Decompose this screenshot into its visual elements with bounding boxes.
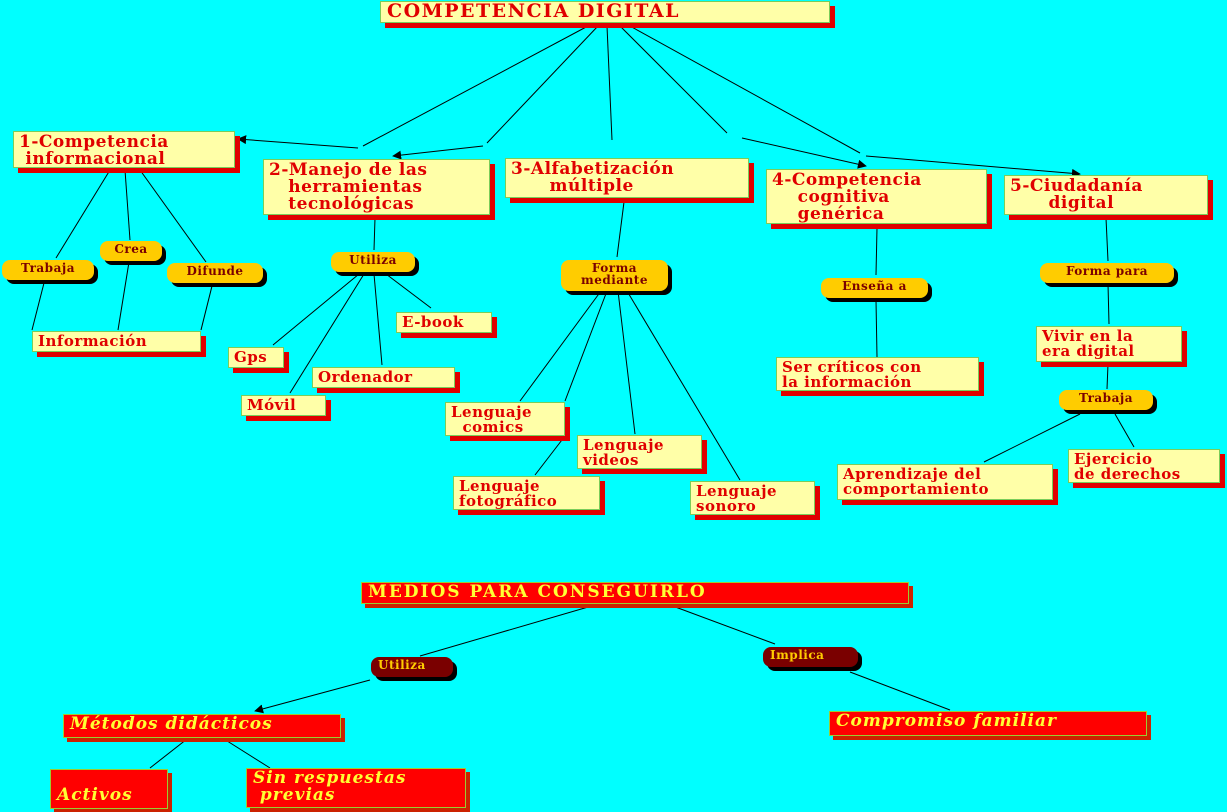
connector-line xyxy=(564,290,608,402)
connector-line xyxy=(373,217,376,251)
connector-line xyxy=(385,273,432,309)
line-root-b1 xyxy=(362,25,589,147)
connector-line xyxy=(289,273,365,394)
node-sin-respuestas-previas[interactable]: Sin respuestas previas xyxy=(246,768,466,808)
connector-line xyxy=(124,169,131,241)
node-ebook[interactable]: E-book xyxy=(396,312,492,333)
line-b1-arrow xyxy=(237,135,359,149)
connector-line xyxy=(616,201,625,258)
line-b2-arrow xyxy=(392,145,484,160)
connector-line xyxy=(983,413,1081,463)
connector-line xyxy=(1106,363,1109,390)
connector-line xyxy=(534,435,566,476)
branch-4-competencia-cognitiva[interactable]: 4-Competencia cognitiva genérica xyxy=(766,169,987,224)
connector-line xyxy=(1105,217,1109,262)
root-medios-para-conseguirlo[interactable]: MEDIOS PARA CONSEGUIRLO xyxy=(361,582,909,604)
link-implica[interactable]: Implica xyxy=(763,647,858,667)
connector-line xyxy=(55,169,111,259)
link-forma-para[interactable]: Forma para xyxy=(1040,263,1174,283)
link-ensena-a[interactable]: Enseña a xyxy=(821,278,928,298)
node-lenguaje-videos[interactable]: Lenguaje videos xyxy=(577,435,702,469)
node-vivir-era-digital[interactable]: Vivir en la era digital xyxy=(1036,326,1182,362)
connector-line xyxy=(419,604,596,657)
connector-line xyxy=(117,261,130,331)
line-root-b3 xyxy=(606,25,613,141)
link-forma-mediante[interactable]: Forma mediante xyxy=(561,260,668,291)
connector-line xyxy=(875,227,878,276)
link-crea[interactable]: Crea xyxy=(100,241,162,261)
link-difunde[interactable]: Difunde xyxy=(167,263,263,283)
node-activos[interactable]: Activos xyxy=(50,769,168,809)
node-ser-criticos[interactable]: Ser críticos con la información xyxy=(776,357,979,391)
connector-line xyxy=(1114,413,1135,448)
node-gps[interactable]: Gps xyxy=(228,347,284,368)
connector-line xyxy=(373,273,383,366)
connector-line xyxy=(519,290,602,402)
connector-line xyxy=(626,290,741,481)
connector-line xyxy=(1107,283,1110,325)
branch-5-ciudadania-digital[interactable]: 5-Ciudadanía digital xyxy=(1004,175,1208,215)
root-concept[interactable]: COMPETENCIA DIGITAL xyxy=(380,1,830,23)
node-ejercicio-derechos[interactable]: Ejercicio de derechos xyxy=(1068,449,1220,483)
node-lenguaje-comics[interactable]: Lenguaje comics xyxy=(445,402,565,436)
connector-line xyxy=(200,285,213,331)
connector-line xyxy=(272,273,360,346)
node-lenguaje-fotografico[interactable]: Lenguaje fotográfico xyxy=(453,476,600,510)
node-metodos-didacticos[interactable]: Métodos didácticos xyxy=(63,714,341,738)
node-aprendizaje-comportamiento[interactable]: Aprendizaje del comportamiento xyxy=(837,464,1053,500)
connector-line xyxy=(875,299,878,358)
node-informacion[interactable]: Información xyxy=(32,331,201,352)
connector-line xyxy=(139,169,207,263)
connector-line xyxy=(849,671,951,711)
link-utiliza-lower[interactable]: Utiliza xyxy=(371,657,453,677)
link-trabaja[interactable]: Trabaja xyxy=(2,260,94,280)
connector-line xyxy=(254,679,371,714)
node-ordenador[interactable]: Ordenador xyxy=(312,367,455,388)
line-root-b5 xyxy=(629,25,861,154)
line-root-b4 xyxy=(619,25,728,134)
branch-1-competencia-informacional[interactable]: 1-Competencia informacional xyxy=(13,131,235,168)
connector-line xyxy=(31,282,45,331)
node-movil[interactable]: Móvil xyxy=(241,395,326,416)
link-trabaja-2[interactable]: Trabaja xyxy=(1059,390,1153,410)
connector-line xyxy=(149,738,188,769)
line-root-b2 xyxy=(486,25,599,144)
branch-2-manejo-herramientas[interactable]: 2-Manejo de las herramientas tecnológica… xyxy=(263,159,490,215)
connector-line xyxy=(617,290,636,435)
connector-line xyxy=(223,738,271,769)
line-b5-arrow xyxy=(865,155,1081,178)
connector-line xyxy=(669,604,776,645)
line-b4-arrow xyxy=(741,137,867,169)
node-lenguaje-sonoro[interactable]: Lenguaje sonoro xyxy=(690,481,815,515)
link-utiliza[interactable]: Utiliza xyxy=(331,252,415,272)
branch-3-alfabetizacion-multiple[interactable]: 3-Alfabetización múltiple xyxy=(505,158,749,198)
node-compromiso-familiar[interactable]: Compromiso familiar xyxy=(829,711,1147,736)
